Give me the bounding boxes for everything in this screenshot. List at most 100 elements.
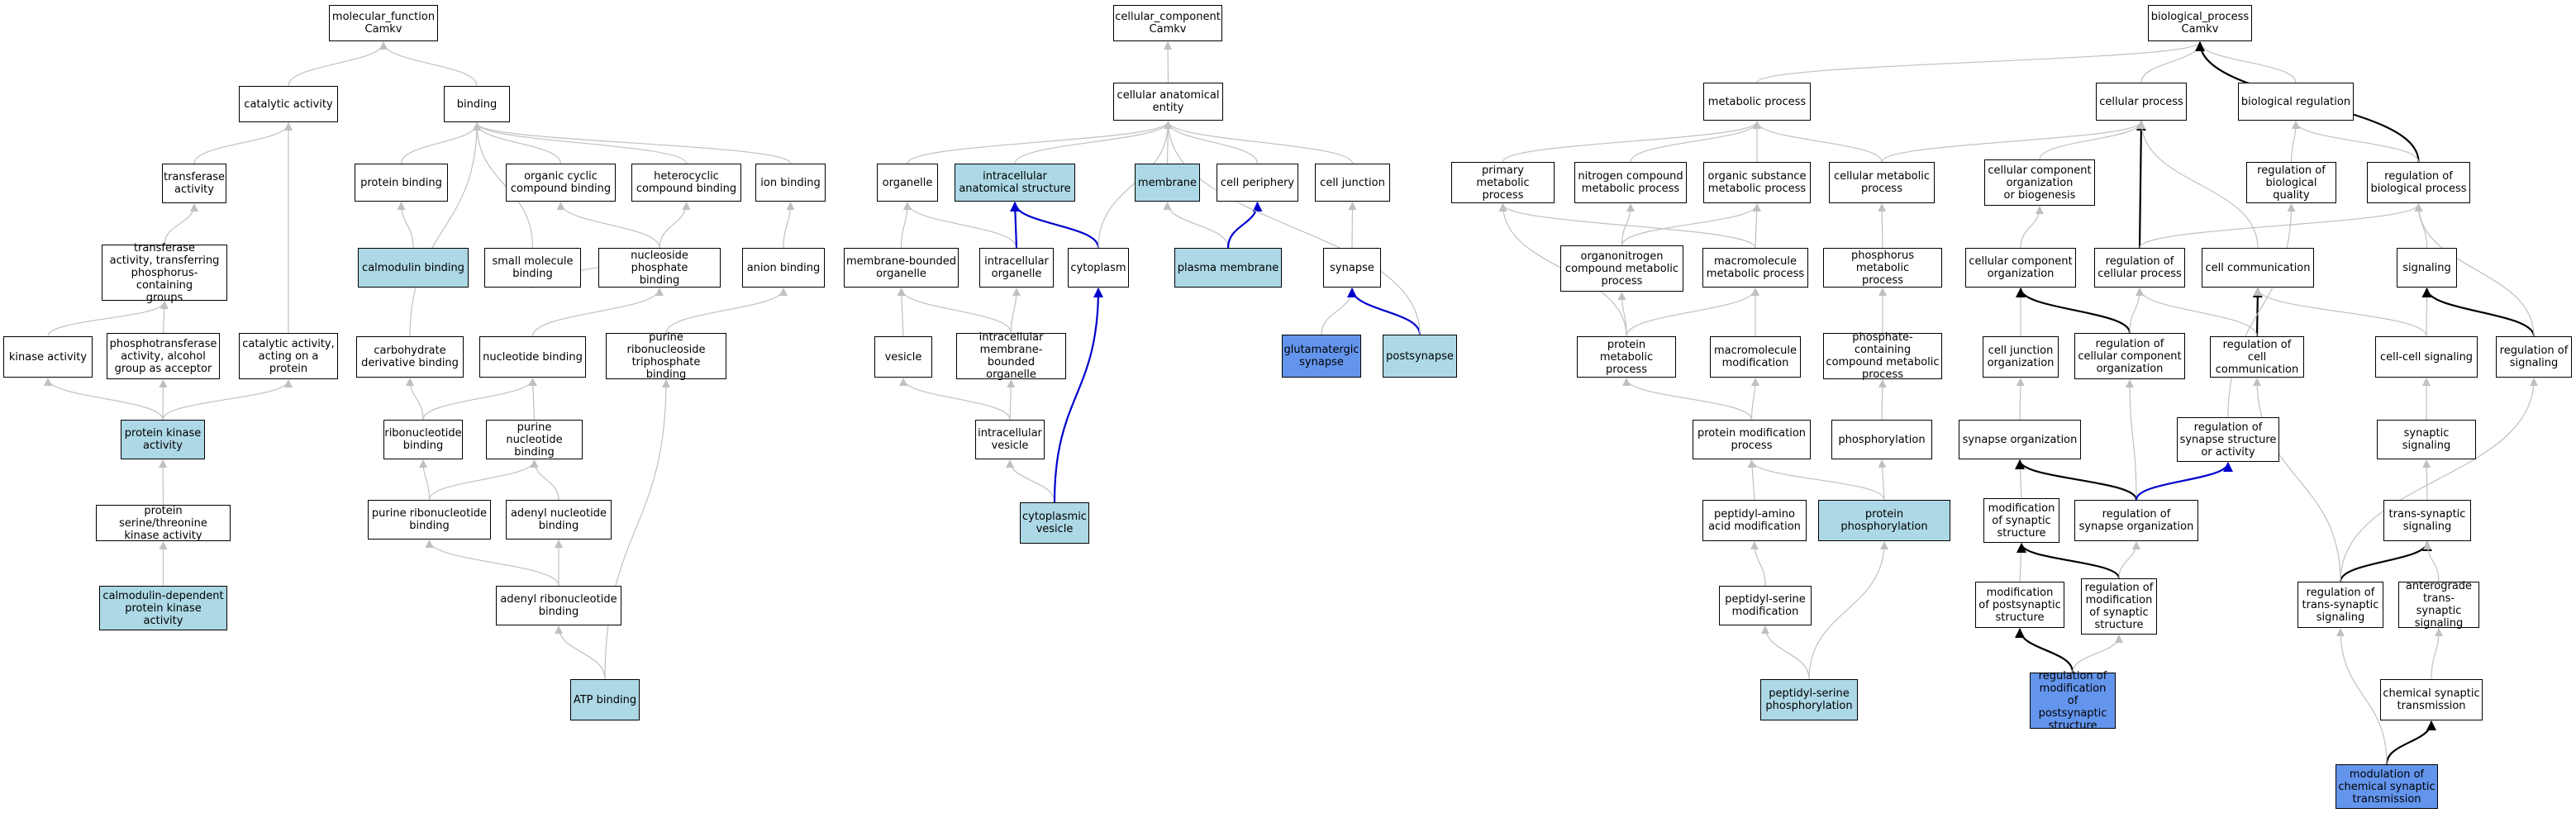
go-term-catalytic-activity[interactable]: catalytic activity (239, 86, 338, 122)
go-term-anterograde-trans-synaptic-signaling[interactable]: anterograde trans-synaptic signaling (2398, 580, 2479, 630)
edge-mod_postsyn-to-mod_syn_struct (2017, 543, 2026, 582)
edge-macromol_met-to-primary_met (1498, 203, 1756, 249)
go-term-macromolecule-modification[interactable]: macromolecule modification (1710, 336, 1801, 378)
go-term-cellular-component-organization-biogenesis[interactable]: cellular component organization or bioge… (1984, 159, 2095, 206)
go-term-regulation-biological-quality[interactable]: regulation of biological quality (2246, 162, 2336, 203)
go-term-heterocyclic-binding[interactable]: heterocyclic compound binding (631, 164, 741, 202)
go-term-cell-periphery[interactable]: cell periphery (1217, 164, 1298, 202)
go-term-glutamatergic-synapse[interactable]: glutamatergic synapse (1282, 335, 1361, 378)
go-term-phosphorus-metabolic-process[interactable]: phosphorus metabolic process (1823, 248, 1942, 288)
go-term-ion-binding[interactable]: ion binding (755, 164, 826, 202)
go-term-modification-postsynaptic-structure[interactable]: modification of postsynaptic structure (1975, 582, 2064, 628)
go-term-calmodulin-dependent-kinase[interactable]: calmodulin-dependent protein kinase acti… (99, 586, 227, 630)
go-term-regulation-synapse-organization[interactable]: regulation of synapse organization (2074, 500, 2198, 541)
edge-purine_ribo_tri-to-anion (665, 288, 788, 334)
go-term-membrane-bounded-organelle[interactable]: membrane-bounded organelle (844, 248, 959, 288)
go-term-plasma-membrane[interactable]: plasma membrane (1174, 248, 1282, 288)
go-term-adenyl-ribonucleotide-binding[interactable]: adenyl ribonucleotide binding (496, 586, 621, 625)
go-term-regulation-synapse-structure-activity[interactable]: regulation of synapse structure or activ… (2177, 417, 2279, 462)
go-term-intracellular-membrane-bounded-organelle[interactable]: intracellular membrane-bounded organelle (956, 331, 1066, 381)
go-term-protein-modification-process[interactable]: protein modification process (1693, 420, 1811, 459)
go-term-carbohydrate-derivative-binding[interactable]: carbohydrate derivative binding (356, 336, 464, 378)
go-term-protein-kinase-activity[interactable]: protein kinase activity (121, 420, 205, 459)
go-term-purine-ribonucleoside-triphosphate[interactable]: purine ribonucleoside triphosphate bindi… (606, 331, 726, 381)
go-term-cellular-process[interactable]: cellular process (2096, 83, 2187, 121)
go-term-regulation-of-signaling[interactable]: regulation of signaling (2496, 336, 2572, 378)
go-term-transferase-phosphorus[interactable]: transferase activity, transferring phosp… (102, 242, 227, 304)
go-term-synapse[interactable]: synapse (1323, 248, 1381, 288)
go-term-cell-cell-signaling[interactable]: cell-cell signaling (2375, 336, 2478, 378)
go-term-modification-synaptic-structure[interactable]: modification of synaptic structure (1983, 498, 2059, 543)
go-term-peptidyl-serine-phosphorylation[interactable]: peptidyl-serine phosphorylation (1760, 679, 1858, 720)
go-term-membrane[interactable]: membrane (1135, 164, 1200, 202)
edge-signaling-to-reg_bio (2414, 203, 2428, 249)
go-term-organic-cyclic-binding[interactable]: organic cyclic compound binding (506, 164, 616, 202)
go-term-nucleoside-phosphate-binding[interactable]: nucleoside phosphate binding (598, 248, 721, 288)
go-term-primary-metabolic-process[interactable]: primary metabolic process (1451, 162, 1555, 203)
go-term-cell-junction[interactable]: cell junction (1315, 164, 1390, 202)
go-term-organic-substance-metabolic-process[interactable]: organic substance metabolic process (1703, 162, 1811, 203)
edge-intra_ves-to-vesicle (899, 378, 1011, 421)
go-term-peptidyl-amino-acid-modification[interactable]: peptidyl-amino acid modification (1702, 500, 1807, 541)
go-term-binding[interactable]: binding (444, 86, 510, 122)
go-term-transferase-activity[interactable]: transferase activity (162, 164, 226, 203)
go-term-cell-junction-organization[interactable]: cell junction organization (1983, 336, 2059, 378)
go-term-trans-synaptic-signaling[interactable]: trans-synaptic signaling (2383, 500, 2471, 541)
edge-cytoplasm-to-cae (1098, 121, 1173, 249)
go-term-adenyl-nucleotide-binding[interactable]: adenyl nucleotide binding (506, 500, 612, 540)
go-term-atp-binding[interactable]: ATP binding (570, 679, 640, 720)
go-term-regulation-modification-postsynaptic-structure[interactable]: regulation of modification of postsynapt… (2030, 670, 2116, 732)
go-term-anion-binding[interactable]: anion binding (742, 248, 825, 288)
go-term-signaling[interactable]: signaling (2397, 248, 2457, 288)
go-term-metabolic-process[interactable]: metabolic process (1703, 83, 1811, 121)
go-term-biological-process[interactable]: biological_process Camkv (2148, 5, 2252, 41)
go-term-small-molecule-binding[interactable]: small molecule binding (484, 248, 581, 288)
go-term-protein-binding[interactable]: protein binding (355, 164, 448, 202)
go-term-purine-ribonucleotide-binding[interactable]: purine ribonucleotide binding (368, 500, 491, 540)
go-term-chemical-synaptic-transmission[interactable]: chemical synaptic transmission (2380, 679, 2483, 720)
go-term-cellular-component-organization[interactable]: cellular component organization (1965, 248, 2076, 288)
go-term-regulation-cellular-process[interactable]: regulation of cellular process (2094, 248, 2185, 288)
go-term-catalytic-acting-on-protein[interactable]: catalytic activity, acting on a protein (239, 333, 338, 379)
go-term-organonitrogen-metabolic-process[interactable]: organonitrogen compound metabolic proces… (1560, 245, 1683, 292)
go-term-phosphorylation[interactable]: phosphorylation (1831, 420, 1932, 459)
go-term-phosphotransferase[interactable]: phosphotransferase activity, alcohol gro… (107, 333, 220, 379)
go-term-nitrogen-compound-metabolic-process[interactable]: nitrogen compound metabolic process (1574, 162, 1687, 203)
edge-postsyn-to-cae (1164, 121, 1421, 335)
go-term-cytoplasmic-vesicle[interactable]: cytoplasmic vesicle (1020, 502, 1089, 544)
go-term-intracellular-anatomical-structure[interactable]: intracellular anatomical structure (955, 164, 1075, 202)
go-term-regulation-biological-process[interactable]: regulation of biological process (2367, 162, 2470, 203)
edge-reg_syn_org-to-syn_org (2015, 459, 2138, 501)
go-term-purine-nucleotide-binding[interactable]: purine nucleotide binding (486, 420, 583, 459)
go-term-cellular-anatomical-entity[interactable]: cellular anatomical entity (1113, 83, 1223, 121)
go-term-intracellular-organelle[interactable]: intracellular organelle (979, 248, 1054, 288)
go-term-ribonucleotide-binding[interactable]: ribonucleotide binding (383, 420, 463, 459)
go-term-macromolecule-metabolic-process[interactable]: macromolecule metabolic process (1702, 248, 1808, 288)
go-term-regulation-cellular-component-organization[interactable]: regulation of cellular component organiz… (2074, 333, 2185, 379)
go-term-cytoplasm[interactable]: cytoplasm (1068, 248, 1129, 288)
go-term-regulation-modification-synaptic-structure[interactable]: regulation of modification of synaptic s… (2081, 578, 2157, 635)
go-term-kinase-activity[interactable]: kinase activity (3, 336, 93, 378)
go-term-postsynapse[interactable]: postsynapse (1383, 335, 1457, 378)
go-term-protein-metabolic-process[interactable]: protein metabolic process (1577, 336, 1676, 378)
go-term-regulation-trans-synaptic-signaling[interactable]: regulation of trans-synaptic signaling (2297, 582, 2383, 628)
go-term-modulation-chemical-synaptic-transmission[interactable]: modulation of chemical synaptic transmis… (2336, 764, 2438, 809)
go-term-synapse-organization[interactable]: synapse organization (1959, 420, 2081, 459)
go-term-calmodulin-binding[interactable]: calmodulin binding (358, 248, 469, 288)
go-term-phosphate-containing-metabolic-process[interactable]: phosphate-containing compound metabolic … (1823, 331, 1942, 381)
go-term-protein-phosphorylation[interactable]: protein phosphorylation (1818, 500, 1950, 541)
go-term-synaptic-signaling[interactable]: synaptic signaling (2377, 420, 2476, 459)
go-term-cell-communication[interactable]: cell communication (2202, 248, 2314, 288)
go-term-cellular-component[interactable]: cellular_component Camkv (1113, 5, 1222, 41)
go-term-nucleotide-binding[interactable]: nucleotide binding (479, 336, 586, 378)
go-term-cellular-metabolic-process[interactable]: cellular metabolic process (1829, 162, 1935, 203)
go-term-organelle[interactable]: organelle (877, 164, 938, 202)
go-term-molecular-function[interactable]: molecular_function Camkv (329, 5, 438, 41)
go-term-intracellular-vesicle[interactable]: intracellular vesicle (975, 420, 1045, 459)
go-term-biological-regulation[interactable]: biological regulation (2238, 83, 2354, 121)
go-term-regulation-cell-communication[interactable]: regulation of cell communication (2210, 336, 2304, 378)
go-term-peptidyl-serine-modification[interactable]: peptidyl-serine modification (1719, 586, 1812, 625)
go-term-vesicle[interactable]: vesicle (874, 336, 932, 378)
go-term-ser-thr-kinase[interactable]: protein serine/threonine kinase activity (96, 505, 231, 542)
edge-metabolic-to-bp (1756, 41, 2204, 83)
